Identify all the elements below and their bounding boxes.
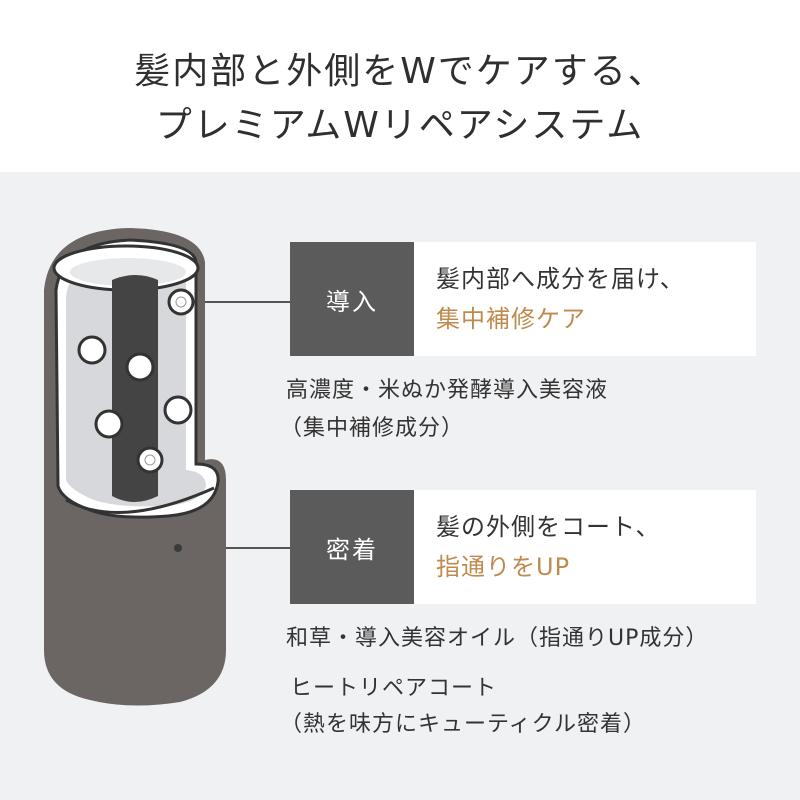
particle-4: [163, 395, 193, 425]
particle-2: [77, 335, 107, 365]
particle-6: [136, 446, 164, 474]
hair-medulla-core: [112, 275, 158, 502]
infuse-callout: 導入 髪内部へ成分を届け、 集中補修ケア: [290, 242, 756, 356]
adhere-tag: 密着: [290, 490, 414, 604]
adhere-text: 髪の外側をコート、 指通りをUP: [414, 490, 661, 604]
header: 髪内部と外側をWでケアする、 プレミアムWリペアシステム: [0, 0, 800, 172]
headline-line-2: プレミアムWリペアシステム: [155, 105, 645, 146]
particle-3: [125, 352, 155, 382]
particle-5: [94, 409, 124, 439]
infuse-note-1: 高濃度・米ぬか発酵導入美容液: [286, 378, 609, 403]
adhere-note-3: （熱を味方にキューティクル密着）: [280, 712, 647, 737]
adhere-line-1: 髪の外側をコート、: [436, 513, 661, 541]
particle-1: [167, 288, 195, 316]
infuse-line-2: 集中補修ケア: [436, 305, 586, 333]
infuse-text: 髪内部へ成分を届け、 集中補修ケア: [414, 242, 685, 356]
adhere-note-1: 和草・導入美容オイル（指通りUP成分）: [286, 626, 709, 651]
infuse-note-2: （集中補修成分）: [280, 416, 465, 441]
outer-surface-dot: [174, 544, 182, 552]
hair-cut-edge: [65, 486, 215, 514]
adhere-line-2: 指通りをUP: [436, 553, 571, 581]
adhere-note-2: ヒートリペアコート: [290, 676, 498, 701]
adhere-callout: 密着 髪の外側をコート、 指通りをUP: [290, 490, 756, 604]
hair-top-inner: [70, 258, 186, 286]
infuse-tag: 導入: [290, 242, 414, 356]
headline-line-1: 髪内部と外側をWでケアする、: [134, 51, 666, 92]
infuse-line-1: 髪内部へ成分を届け、: [436, 265, 685, 293]
